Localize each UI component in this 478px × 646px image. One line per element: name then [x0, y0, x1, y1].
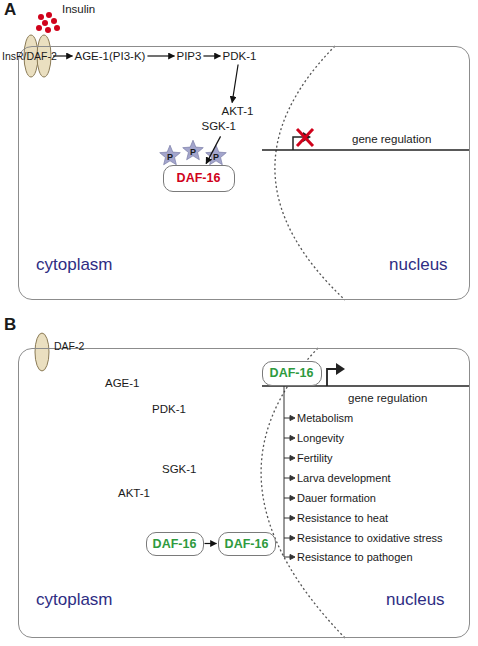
target-process: Resistance to oxidative stress [297, 531, 443, 545]
phospho-star [160, 145, 181, 165]
bracket-line [284, 386, 285, 557]
nuclear-envelope [275, 46, 345, 300]
insulin-dot [42, 20, 48, 26]
node-text: DAF-16 [153, 537, 197, 551]
bracket-tick [284, 557, 290, 558]
compartment-label: cytoplasm [36, 590, 113, 610]
pathway-protein: AKT-1SGK-1 [200, 104, 260, 136]
target-process: Resistance to heat [297, 511, 388, 525]
insulin-dot [45, 27, 51, 33]
node-text: DAF-16 [270, 366, 314, 380]
block-cross [297, 129, 313, 146]
inactive-protein: AGE-1 [105, 376, 140, 390]
receptor-subunit [35, 333, 49, 371]
tick-head [290, 436, 295, 441]
receptor-shape [34, 332, 50, 372]
target-process: Metabolism [297, 411, 353, 425]
target-process: Resistance to pathogen [297, 550, 413, 564]
target-process: Fertility [297, 451, 332, 465]
tick-head [290, 416, 295, 421]
compartment-label: cytoplasm [36, 255, 113, 275]
insulin-dots [36, 12, 60, 33]
pathway-protein: AGE-1(PI3-K) [74, 49, 147, 64]
node-text: AKT-1 [222, 104, 254, 119]
tick-head [290, 496, 295, 501]
insulin-dot [51, 18, 57, 24]
node-text: AGE-1(PI3-K) [75, 50, 146, 62]
cell-outline: cytoplasm nucleus AGE-1(PI3-K) PIP3 PDK-1AKT… [18, 46, 470, 300]
compartment-label: nucleus [389, 255, 448, 275]
pathway-protein: PIP3 [176, 49, 203, 64]
gene-label: gene regulation [348, 391, 427, 405]
receptor-symbol: DAF-2 [34, 332, 50, 372]
arrow-connector [203, 55, 220, 56]
receptor-symbol: InsR/DAF-2 [22, 34, 52, 78]
cell-outline: cytoplasmnucleusDAF-16DAF-16DAF-16 [18, 348, 470, 638]
bracket-tick [284, 458, 290, 459]
gene-label: gene regulation [352, 132, 431, 146]
compartment-label: nucleus [386, 590, 445, 610]
target-bracket [284, 386, 295, 560]
node-text: DAF-16 [177, 171, 221, 185]
inactive-protein: AKT-1 [118, 486, 150, 500]
protein-box: DAF-16 [163, 165, 235, 192]
protein-box: DAF-16 [218, 532, 276, 556]
arrow-connector [205, 543, 217, 544]
phospho-label: P [190, 145, 196, 159]
arrow-connector [53, 55, 73, 56]
phospho-star [183, 140, 204, 160]
insulin-dot [54, 25, 60, 31]
promoter-arrow [327, 369, 337, 386]
node-text: PDK-1 [223, 50, 257, 62]
bracket-tick [284, 538, 290, 539]
tick-head [290, 456, 295, 461]
panel-letter: B [4, 316, 16, 334]
target-process: Larva development [297, 471, 391, 485]
insulin-dot [36, 25, 42, 31]
bracket-tick [284, 498, 290, 499]
block-cross [297, 129, 313, 146]
target-process: Dauer formation [297, 491, 376, 505]
tick-head [290, 555, 295, 560]
bracket-tick [284, 478, 290, 479]
tick-head [290, 516, 295, 521]
promoter-arrowhead [336, 363, 345, 375]
phospho-star [206, 145, 227, 165]
inactive-protein: SGK-1 [162, 462, 197, 476]
tick-head [290, 536, 295, 541]
tick-head [290, 476, 295, 481]
protein-box: DAF-16 [146, 532, 204, 556]
insulin-dot [38, 14, 44, 20]
bracket-tick [284, 418, 290, 419]
bracket-tick [284, 438, 290, 439]
arrow-connector [147, 55, 174, 56]
phospho-stars [160, 140, 227, 165]
insulin-dot [46, 12, 52, 18]
target-process: Longevity [297, 431, 344, 445]
bracket-tick [284, 518, 290, 519]
phospho-label: P [213, 150, 219, 164]
node-text: SGK-1 [202, 119, 237, 134]
panel-letter: A [4, 1, 16, 19]
inactive-protein: PDK-1 [152, 402, 186, 416]
ligand-label: Insulin [62, 2, 95, 16]
node-text: PIP3 [177, 50, 202, 62]
node-text: InsR/DAF-2 [2, 50, 57, 62]
node-text: DAF-2 [54, 340, 84, 352]
arrow-connector [206, 136, 220, 163]
phospho-label: P [167, 150, 173, 164]
arrow-connector [232, 64, 238, 102]
pathway-protein: PDK-1 [222, 49, 258, 64]
protein-box: DAF-16 [262, 361, 322, 386]
node-text: DAF-16 [225, 537, 269, 551]
